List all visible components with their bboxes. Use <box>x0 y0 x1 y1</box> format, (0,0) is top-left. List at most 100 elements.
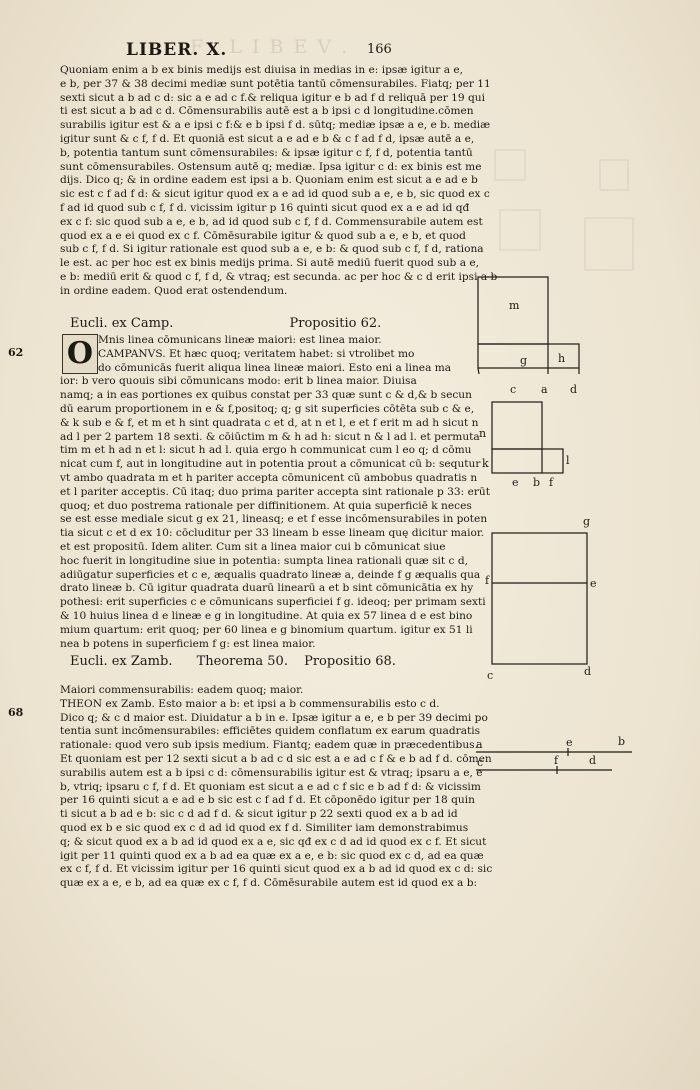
text-line: e b: mediū erit & quod c f, f d, & vtraq… <box>60 270 498 283</box>
text-line: quod ex a e ei quod ex c f. Cōmēsurabile… <box>60 229 466 242</box>
text-line: pothesi: erit superficies c e cōmunicans… <box>60 596 486 609</box>
fig1-label-a: a <box>541 383 548 396</box>
heading-euclid-campanus: Eucli. ex Camp. Propositio 62. <box>70 316 381 331</box>
text-block-2: Mnis linea cōmunicans lineæ maiori: est … <box>60 334 490 651</box>
bleed-through-figures <box>494 149 634 271</box>
text-line: nicat cum f, aut in longitudine aut in p… <box>60 458 481 471</box>
text-line: sexti sicut a b ad c d: sic a e ad c f.&… <box>60 91 486 104</box>
fig2-label-l: l <box>566 454 570 467</box>
text-line: se est esse mediale sicut g ex 21, linea… <box>60 513 488 526</box>
fig1-label-m: m <box>509 299 520 312</box>
text-line: tentia sunt incōmensurabiles: efficiētes… <box>60 725 481 738</box>
decorated-initial: O <box>62 334 98 374</box>
folio-number: 166 <box>367 42 392 57</box>
text-block-3: Maiori commensurabilis: eadem quoq; maio… <box>60 684 493 891</box>
text-line: et l pariter acceptis. Cū itaq; duo prim… <box>60 485 490 498</box>
bleed-through-text: F . L I B E V . <box>190 36 350 58</box>
fig3-label-e: e <box>590 577 597 590</box>
fig2-label-e: e <box>512 476 519 489</box>
running-title: LIBER. X. <box>126 40 228 60</box>
text-line: Mnis linea cōmunicans lineæ maiori: est … <box>98 334 382 346</box>
text-line: & 10 huius linea d e lineæ e g in longit… <box>60 609 473 622</box>
margin-number-62: 62 <box>8 346 24 359</box>
fig4-label-b: b <box>618 735 625 748</box>
text-line: e b, per 37 & 38 decimi mediæ sunt potēt… <box>60 77 491 90</box>
text-line: surabilis autem est a b ipsi c d: cōmens… <box>60 766 483 779</box>
text-line: namq; a in eas portiones ex quibus const… <box>60 389 472 402</box>
text-line: adiūgatur superficies et c e, æqualis qu… <box>60 568 481 581</box>
text-line: in ordine eadem. Quod erat ostendendum. <box>60 284 288 297</box>
fig1-label-g: g <box>520 354 527 367</box>
heading-source: Eucli. ex Zamb. <box>70 654 173 669</box>
text-line: THEON ex Zamb. Esto maior a b: et ipsi a… <box>60 697 440 710</box>
text-line: Maiori commensurabilis: eadem quoq; maio… <box>60 684 304 696</box>
text-line: Dico q; & c d maior est. Diuidatur a b i… <box>60 711 488 724</box>
fig2-label-n: n <box>479 427 486 440</box>
fig1-label-h: h <box>558 352 565 365</box>
fig4-label-a: a <box>476 738 483 751</box>
text-line: per 16 quinti sicut a e ad e b sic est c… <box>60 794 475 807</box>
text-line: b, vtriq; ipsaru c f, f d. Et quoniam es… <box>60 780 481 793</box>
text-line: mium quartum: erit quoq; per 60 linea e … <box>60 623 473 636</box>
text-line: ex c f: sic quod sub a e, e b, ad id quo… <box>60 215 483 228</box>
text-line: q; & sicut quod ex a b ad id quod ex a e… <box>60 835 487 848</box>
margin-number-68: 68 <box>8 706 24 719</box>
heading-proposition: Propositio 68. <box>304 654 396 669</box>
text-line: le est. ac per hoc est ex binis medijs p… <box>60 257 480 270</box>
text-line: vt ambo quadrata m et h pariter accepta … <box>60 471 478 484</box>
text-line: do cōmunicās fuerit aliqua linea lineæ m… <box>98 361 452 374</box>
text-line: quod ex b e sic quod ex c d ad id quod e… <box>60 821 469 834</box>
text-line: ad l per 2 partem 18 sexti. & cōiūctim m… <box>60 430 480 443</box>
text-line: et est propositū. Idem aliter. Cum sit a… <box>60 540 446 553</box>
text-line: surabilis igitur est & a e ipsi c f:& e … <box>60 119 491 132</box>
text-line: CAMPANVS. Et hæc quoq; veritatem habet: … <box>98 347 415 360</box>
fig3-label-g: g <box>583 515 590 528</box>
text-line: b, potentia tantum sunt cōmensurabiles: … <box>60 146 473 159</box>
text-line: sub c f, f d. Si igitur rationale est qu… <box>60 243 484 256</box>
figure-1 <box>477 276 580 375</box>
rectangle-cd-ge <box>491 532 588 665</box>
text-line: nea b potens in superficiem f g: est lin… <box>60 637 316 650</box>
text-line: ior: b vero quouis sibi cōmunicans modo:… <box>60 375 417 388</box>
fig1-label-c: c <box>510 383 516 396</box>
text-line: igitur sunt & c f, f d. Et quoniā est si… <box>60 132 475 145</box>
fig3-label-d: d <box>584 665 591 678</box>
rectangle-g-h <box>477 343 580 369</box>
fig2-label-f: f <box>549 476 554 489</box>
text-line: f ad id quod sub c f, f d. vicissim igit… <box>60 201 470 214</box>
fig4-label-c: c <box>477 756 483 769</box>
text-block-1: Quoniam enim a b ex binis medijs est diu… <box>60 64 498 299</box>
text-line: rationale: quod vero sub ipsis medium. F… <box>60 739 478 752</box>
fig3-label-f: f <box>485 574 490 587</box>
text-line: tia sicut c et d ex 10: cōcluditur per 3… <box>60 527 485 540</box>
fig1-label-d: d <box>570 383 577 396</box>
heading-proposition: Propositio 62. <box>289 316 382 331</box>
text-line: ti sicut a b ad e b: sic c d ad f d. & s… <box>60 808 458 821</box>
fig4-label-e: e <box>566 736 573 749</box>
text-line: Quoniam enim a b ex binis medijs est diu… <box>60 64 464 76</box>
heading-source: Eucli. ex Camp. <box>70 316 174 331</box>
text-line: tim m et h ad n et l: sicut h ad l. quia… <box>60 444 472 457</box>
text-line: ex c f, f d. Et vicissim igitur per 16 q… <box>60 863 493 876</box>
text-line: dū earum proportionem in e & f,positoq; … <box>60 402 475 415</box>
fig3-label-c: c <box>487 669 493 682</box>
fig4-label-d: d <box>589 754 596 767</box>
text-line: ti est sicut a b ad c d. Cōmensurabilis … <box>60 105 474 118</box>
fig2-label-k: k <box>482 457 489 470</box>
heading-theorem: Theorema 50. <box>196 654 288 669</box>
text-line: drato lineæ b. Cū igitur quadrata duarū … <box>60 582 474 595</box>
heading-euclid-zamberti: Eucli. ex Zamb. Theorema 50. Propositio … <box>70 654 396 669</box>
fig2-label-b: b <box>533 476 540 489</box>
text-line: & k sub e & f, et m et h sint quadrata c… <box>60 416 479 429</box>
text-line: Et quoniam est per 12 sexti sicut a b ad… <box>60 752 492 765</box>
fig4-label-f: f <box>554 754 559 767</box>
text-line: sunt cōmensurabiles. Ostensum autē q; me… <box>60 160 482 173</box>
text-line: igit per 11 quinti quod ex a b ad ea quæ… <box>60 849 484 862</box>
text-line: quoq; et duo postrema rationale per diff… <box>60 499 472 512</box>
figure-3 <box>491 532 588 665</box>
text-line: sic est c f ad f d: & sicut igitur quod … <box>60 188 490 201</box>
text-line: hoc fuerit in longitudine siue in potent… <box>60 554 468 567</box>
text-line: quæ ex a e, e b, ad ea quæ ex c f, f d. … <box>60 877 478 890</box>
